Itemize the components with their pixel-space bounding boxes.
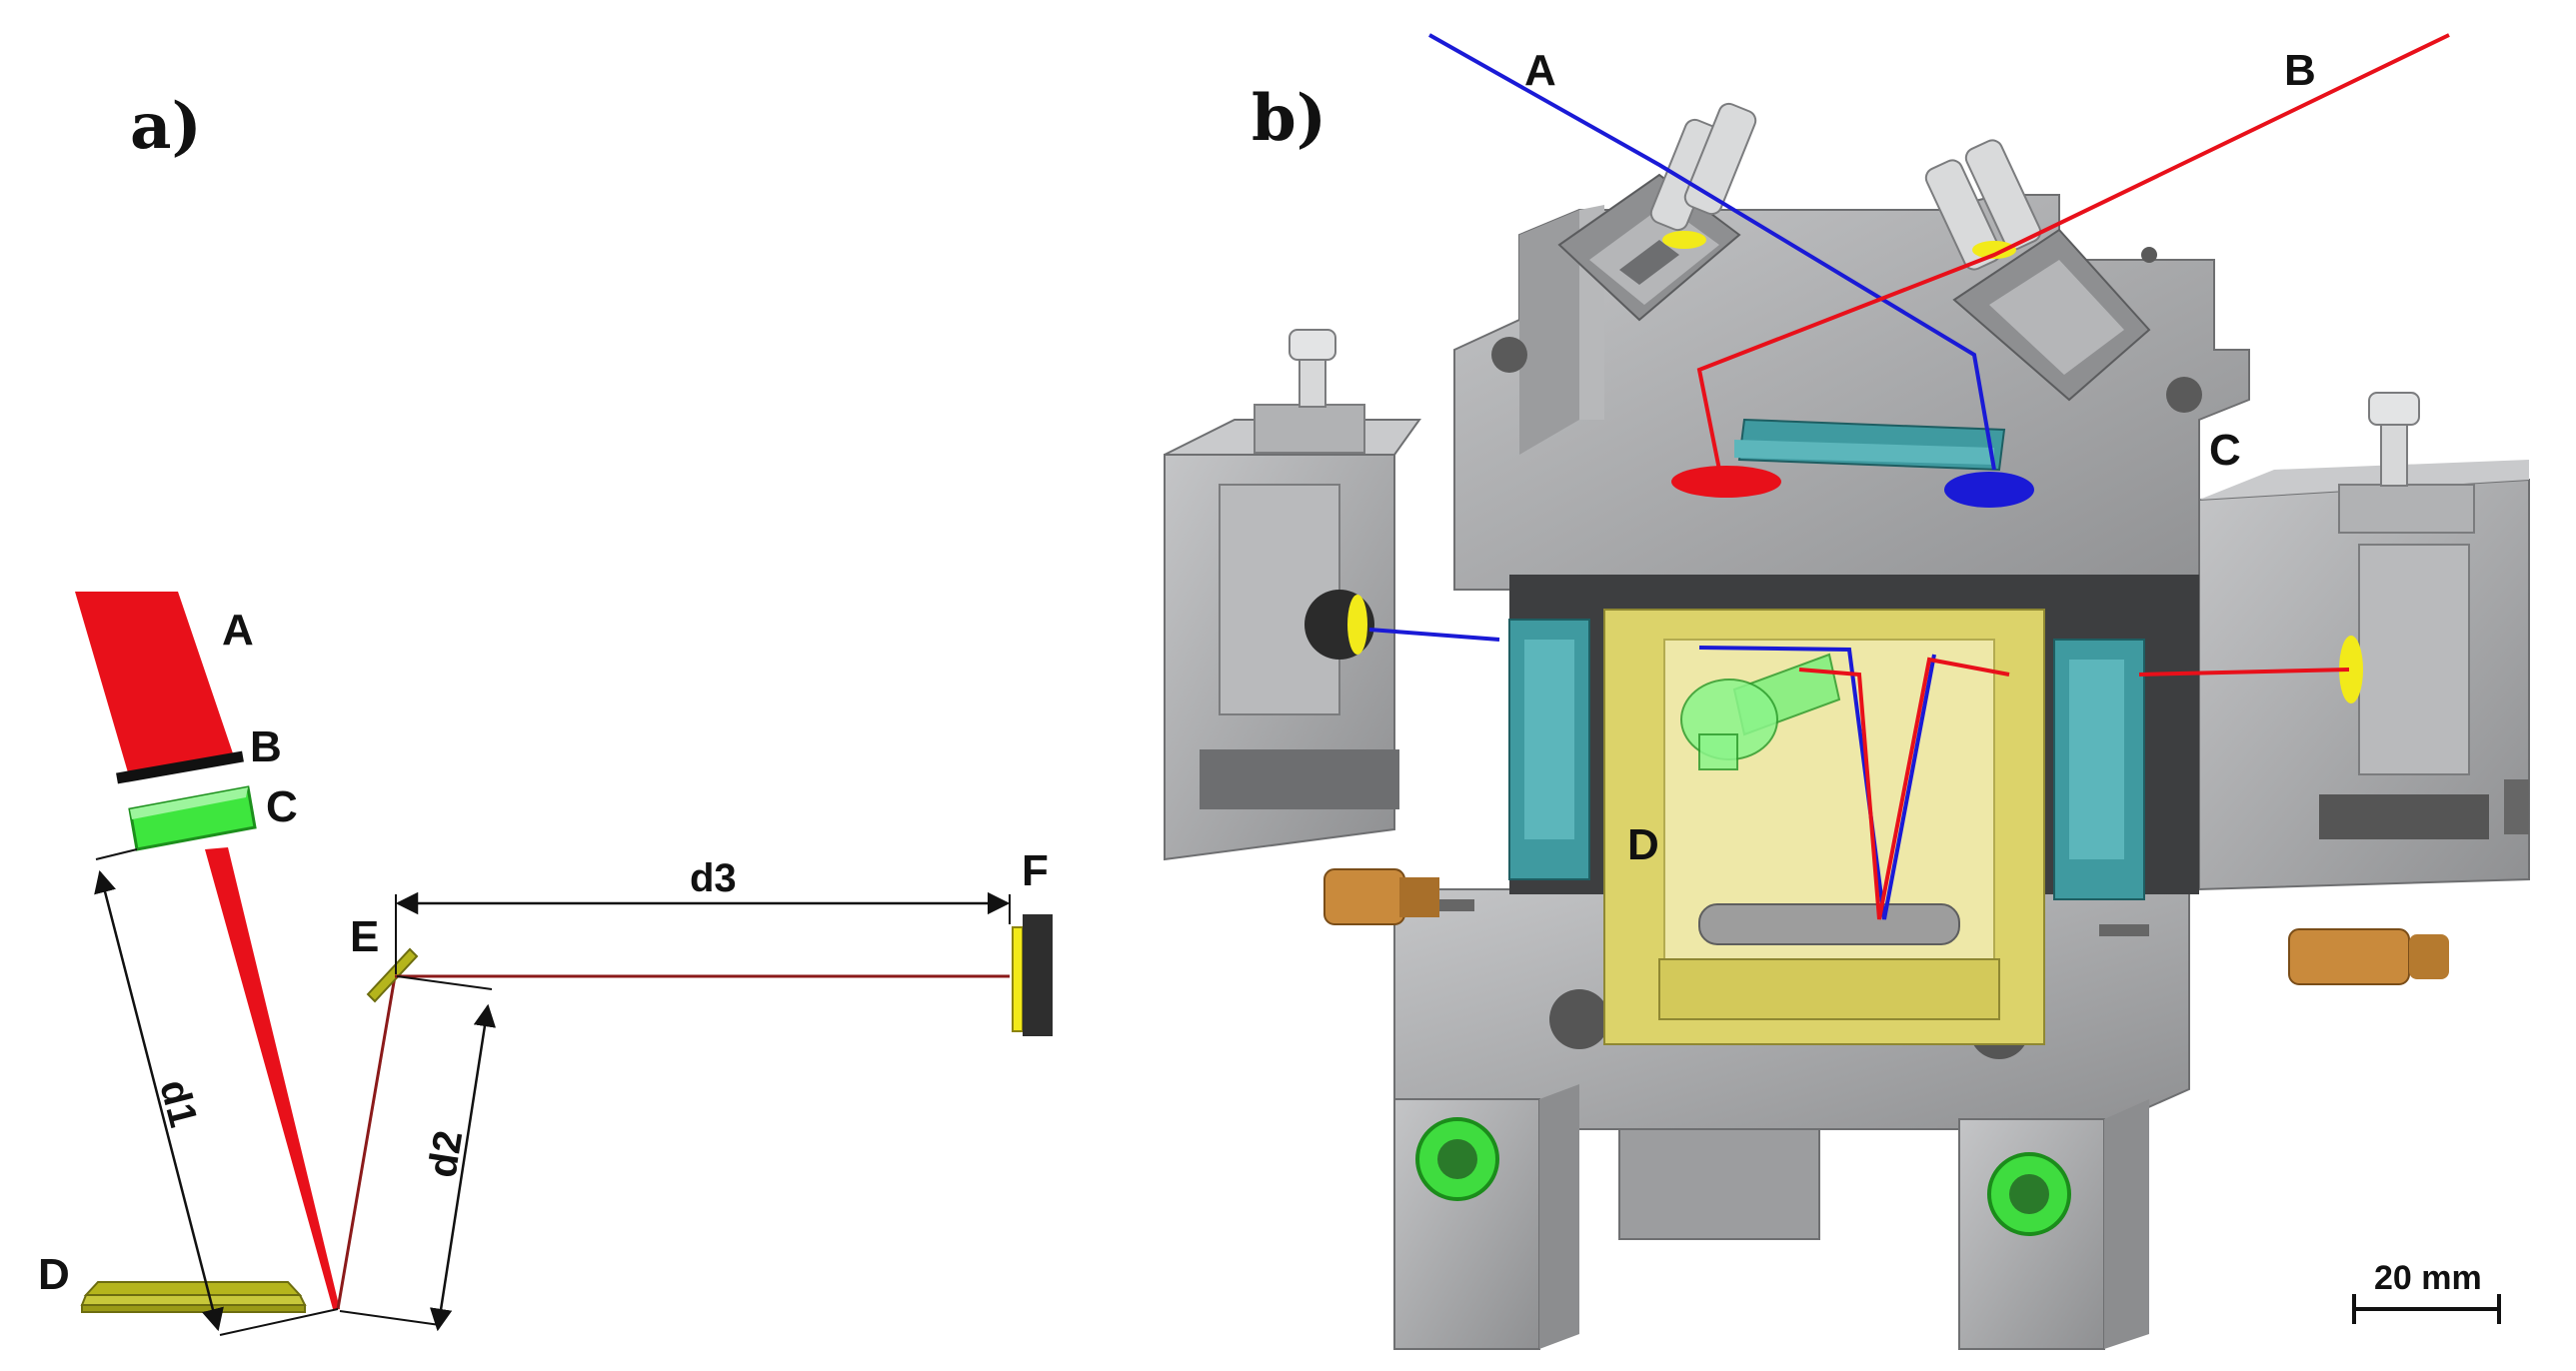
panel-b-label: b) xyxy=(1252,81,1326,156)
scale-bar-label: 20 mm xyxy=(2374,1259,2482,1297)
brass-fitting-left xyxy=(1323,868,1439,925)
laser-source xyxy=(75,592,233,779)
panel-a: a) d1 xyxy=(38,89,1053,1336)
dimension-d3-label: d3 xyxy=(690,856,737,900)
label-a-laser: A xyxy=(222,606,254,655)
label-b-aperture: B xyxy=(250,722,282,771)
teal-plate-right xyxy=(2053,639,2145,900)
green-knob-left xyxy=(1415,1117,1499,1201)
label-a-beam: A xyxy=(1524,46,1556,95)
label-c-lens: C xyxy=(266,782,298,831)
red-port xyxy=(1671,466,1781,498)
label-f-detector: F xyxy=(1022,846,1049,895)
teal-plate-left xyxy=(1508,619,1590,880)
beam-b-red xyxy=(1696,33,2450,920)
sample-plate xyxy=(80,1281,307,1313)
reflected-beam xyxy=(336,975,397,1310)
label-d-sample: D xyxy=(38,1250,70,1299)
label-d-stage: D xyxy=(1627,820,1659,869)
right-side-bracket xyxy=(2198,392,2530,891)
blue-port xyxy=(1944,472,2034,508)
dimension-d2-label: d2 xyxy=(420,1127,471,1180)
detector xyxy=(1012,914,1053,1036)
dimension-d2: d2 xyxy=(339,975,497,1332)
dimension-d3: d3 xyxy=(395,856,1011,974)
scale-bar: 20 mm xyxy=(2352,1259,2501,1324)
dimension-d1: d1 xyxy=(94,848,339,1336)
green-knob-right xyxy=(1987,1152,2071,1236)
label-c-block: C xyxy=(2209,426,2241,475)
left-laser-mount xyxy=(1557,102,1757,322)
focusing-lens xyxy=(128,785,257,851)
laser-beam-focused xyxy=(205,847,340,1309)
panel-b: b) xyxy=(1164,33,2530,1350)
label-b-beam: B xyxy=(2284,46,2316,95)
green-nozzle xyxy=(1680,653,1841,770)
aperture-plate xyxy=(116,750,244,784)
panel-a-label: a) xyxy=(130,89,202,164)
left-side-bracket xyxy=(1164,329,1421,861)
label-e-mirror: E xyxy=(350,912,379,961)
teal-plates-top xyxy=(1734,418,2006,472)
brass-fitting-right xyxy=(2288,928,2449,985)
right-laser-mount xyxy=(1924,139,2151,402)
dimension-d1-label: d1 xyxy=(151,1075,205,1131)
